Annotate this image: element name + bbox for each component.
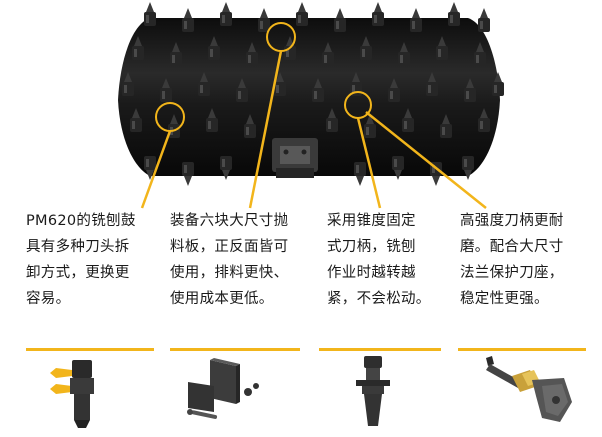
cutting-tooth [478,8,490,32]
cutting-tooth [208,36,220,60]
caption-taper-shank: 采用锥度固定 式刀柄，铣刨 作业时越转越 紧，不会松动。 [327,213,431,307]
cutting-tooth [392,156,404,180]
cutting-tooth [360,36,372,60]
cutting-tooth [246,42,258,66]
leader-line-4 [365,111,487,209]
cutting-tooth [144,2,156,26]
divider-rule-2 [170,348,300,351]
cutting-tooth [440,114,452,138]
cutting-tooth [334,8,346,32]
cutting-tooth [478,108,490,132]
cutting-tooth [274,72,286,96]
cutting-tooth [220,2,232,26]
caption-paddle-plates: 装备六块大尺寸抛 料板，正反面皆可 使用，排料更快、 使用成本更低。 [170,213,289,307]
divider-rule-3 [319,348,441,351]
cutting-tooth [170,42,182,66]
cutting-tooth [182,8,194,32]
cutting-tooth [312,78,324,102]
cutting-tooth [448,2,460,26]
cutting-tooth [144,156,156,180]
cutting-tooth [462,156,474,180]
leader-line-3 [356,117,382,209]
cutting-tooth [410,8,422,32]
divider-rule-4 [458,348,586,351]
cutting-tooth [122,72,134,96]
cutting-tooth [160,78,172,102]
caption-tool-change: PM620的铣刨鼓 具有多种刀头拆 卸方式，更换更 容易。 [26,213,136,307]
cutting-tooth [220,156,232,180]
cutting-tooth [326,108,338,132]
cutting-tooth [402,108,414,132]
cutting-tooth [130,108,142,132]
cutting-tooth [206,108,218,132]
drum-icon [118,2,504,186]
cutting-tooth [388,78,400,102]
cutting-tooth [258,8,270,32]
cutting-tooth [354,162,366,186]
cutting-tooth [372,2,384,26]
divider-rule-1 [26,348,154,351]
cutting-teeth [122,2,504,186]
cutting-tooth [474,42,486,66]
holder-assembly-icon [486,356,572,422]
leader-line-2 [248,50,283,209]
cutting-tooth [464,78,476,102]
cutting-tooth [132,36,144,60]
caption-holder-strength: 高强度刀柄更耐 磨。配合大尺寸 法兰保护刀座， 稳定性更强。 [460,213,564,307]
cutting-tooth [198,72,210,96]
cutting-tooth [182,162,194,186]
leader-lines [140,50,487,209]
paddle-plate-icon [187,358,259,419]
cutting-tooth [322,42,334,66]
cutting-tooth [426,72,438,96]
cutting-tooth [436,36,448,60]
leader-line-1 [140,130,172,209]
cutting-tooth [236,78,248,102]
cutting-tooth [398,42,410,66]
taper-shank-icon [356,356,390,426]
cutting-tooth [244,114,256,138]
tool-holder-icon [50,360,94,428]
cutting-tooth [296,2,308,26]
drum-mount-bracket [272,138,318,178]
cutting-tooth [492,72,504,96]
cutting-tooth [364,114,376,138]
